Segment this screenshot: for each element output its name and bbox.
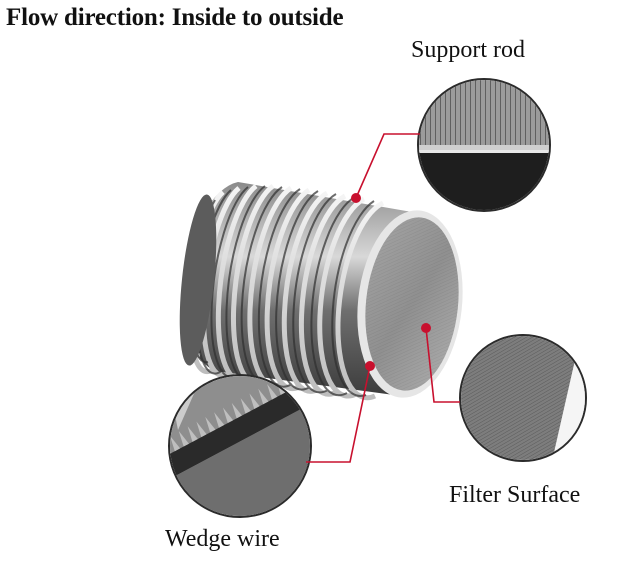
filter-surface-label: Filter Surface <box>449 482 581 508</box>
wedge-wire-detail <box>168 374 312 518</box>
support-rod-dot <box>351 193 361 203</box>
wedge-wire-label: Wedge wire <box>165 526 280 552</box>
support-rod-detail <box>417 78 551 212</box>
diagram-title: Flow direction: Inside to outside <box>6 4 344 31</box>
cylinder-screen <box>179 182 463 401</box>
support-rod-leader <box>355 133 420 199</box>
filter-surface-detail <box>459 334 587 462</box>
support-rod-label: Support rod <box>411 37 525 63</box>
filter-surface-leader <box>425 327 460 403</box>
callout-dots <box>351 193 431 371</box>
filter-surface-dot <box>421 323 431 333</box>
wedge-wire-leader <box>306 365 371 463</box>
callout-leader-lines <box>306 133 460 463</box>
wedge-wire-dot <box>365 361 375 371</box>
